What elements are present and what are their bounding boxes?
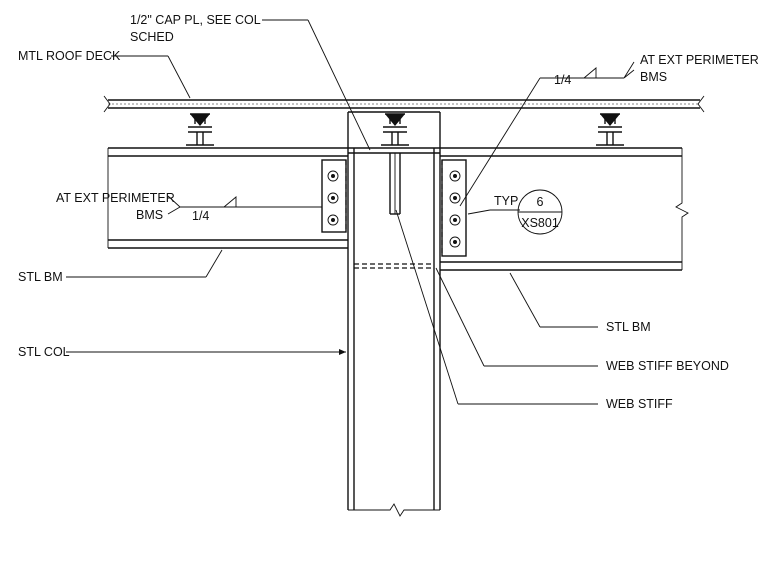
joist-section-left	[186, 113, 214, 146]
detail-callout-leader	[467, 209, 520, 215]
weld-right-leader	[459, 61, 635, 207]
web-stiffener-beyond	[354, 263, 434, 269]
cap-plate-label-line1: 1/2" CAP PL, SEE COL	[130, 13, 261, 27]
web-stiff-label: WEB STIFF	[606, 397, 673, 411]
ext-perimeter-right-line1: AT EXT PERIMETER	[640, 53, 759, 67]
typ-label: TYP	[494, 194, 518, 208]
web-stiff-beyond-label: WEB STIFF BEYOND	[606, 359, 729, 373]
cap-plate-label-line2: SCHED	[130, 30, 174, 44]
web-stiffener	[389, 153, 401, 215]
stl-col-label: STL COL	[18, 345, 70, 359]
roof-deck-label: MTL ROOF DECK	[18, 49, 121, 63]
ext-perimeter-right-line2: BMS	[640, 70, 667, 84]
stl-col-leader	[66, 349, 346, 355]
weld-size-right: 1/4	[554, 73, 571, 87]
roof-deck	[103, 95, 705, 113]
stl-bm-left-label: STL BM	[18, 270, 63, 284]
weld-size-left: 1/4	[192, 209, 209, 223]
stl-bm-right-label: STL BM	[606, 320, 651, 334]
roof-deck-leader	[111, 55, 191, 99]
stl-bm-left-leader	[66, 249, 223, 278]
detail-callout-number: 6	[537, 195, 544, 209]
ext-perimeter-left-line2: BMS	[136, 208, 163, 222]
detail-callout-bubble[interactable]: 6 XS801	[517, 189, 563, 235]
right-shear-plate	[441, 159, 467, 257]
ext-perimeter-left-line1: AT EXT PERIMETER	[56, 191, 175, 205]
cap-plate-leader	[262, 19, 371, 151]
web-stiff-beyond-leader	[435, 267, 598, 367]
joist-section-center	[381, 113, 409, 146]
joist-section-right	[596, 113, 624, 146]
left-beam	[107, 147, 348, 249]
left-bolts	[327, 170, 339, 226]
stl-bm-right-leader	[509, 272, 598, 328]
web-stiff-leader	[395, 209, 598, 405]
right-beam	[440, 147, 689, 271]
right-bolts	[449, 170, 461, 248]
steel-column	[347, 111, 441, 517]
detail-callout-sheet: XS801	[521, 216, 559, 230]
weld-left-leader	[167, 195, 322, 215]
left-shear-plate	[321, 159, 347, 233]
